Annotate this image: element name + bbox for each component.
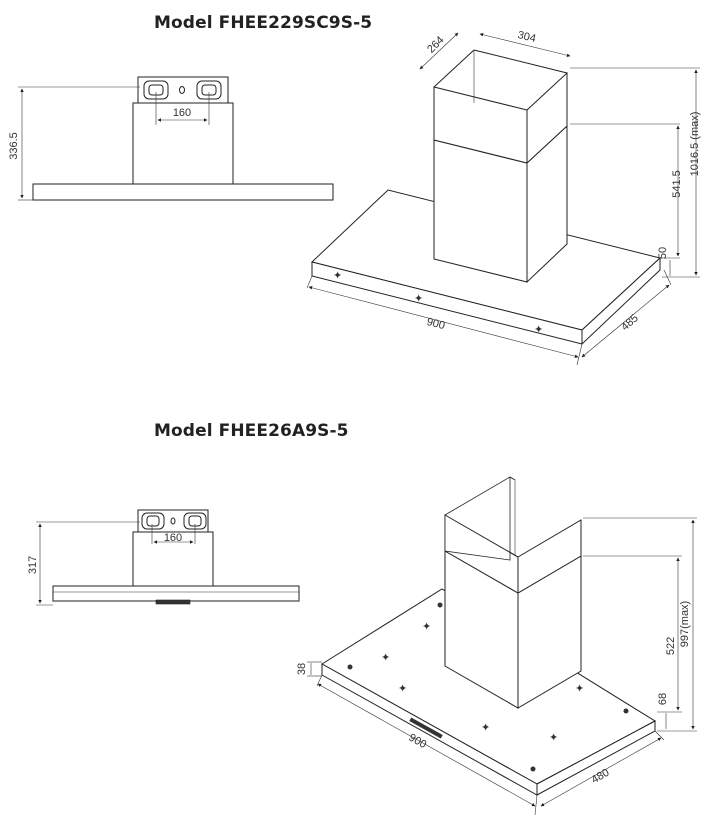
canopy-side-1 (32, 183, 334, 201)
svg-text:✦: ✦ (422, 621, 431, 633)
dim-side-height-2: 317 (27, 556, 39, 574)
model-1-title: Model FHEE229SC9S-5 (154, 13, 373, 33)
svg-text:✦: ✦ (549, 732, 558, 744)
dim-depth-2: 480 (590, 767, 612, 787)
canopy-side-2 (52, 585, 300, 602)
svg-text:✦: ✦ (381, 652, 390, 664)
dim-duct-depth-1: 264 (425, 34, 446, 55)
dim-chimney-height-2: 522 (665, 637, 677, 655)
dim-side-height-1: 336.5 (8, 132, 20, 160)
dim-duct-spacing-2: 160 (164, 532, 182, 544)
svg-text:✦: ✦ (534, 324, 543, 336)
dim-canopy-height-1: 50 (657, 247, 669, 259)
dim-edge-height-2: 38 (296, 663, 308, 675)
dim-max-height-2: 997(max) (679, 601, 691, 647)
dim-width-2: 900 (407, 732, 429, 751)
svg-text:✦: ✦ (333, 270, 342, 282)
svg-text:✦: ✦ (481, 722, 490, 734)
model-2-iso-view: ✦ ✦ ✦ ✦ ✦ ✦ 997(max) 522 68 38 (296, 476, 697, 816)
svg-text:✦: ✦ (575, 683, 584, 695)
dim-canopy-height-2: 68 (657, 693, 669, 705)
model-2-side-view: 160 317 (27, 509, 300, 606)
dim-depth-1: 485 (619, 312, 641, 333)
model-2-title: Model FHEE26A9S-5 (154, 421, 349, 441)
svg-text:✦: ✦ (398, 683, 407, 695)
model-1-iso-view: ✦ ✦ ✦ 264 304 1016.5 (max) 541.5 50 900 (306, 29, 701, 366)
dim-max-height-1: 1016.5 (max) (689, 112, 701, 177)
chimney-side-1 (132, 102, 234, 185)
dim-duct-width-1: 304 (516, 29, 537, 45)
dim-width-1: 900 (425, 316, 446, 332)
dim-chimney-height-1: 541.5 (671, 170, 683, 198)
svg-text:✦: ✦ (414, 293, 423, 305)
dim-duct-spacing-1: 160 (173, 107, 191, 119)
model-1-side-view: 160 336.5 (8, 76, 334, 201)
chimney-lower-front-1 (433, 139, 528, 283)
